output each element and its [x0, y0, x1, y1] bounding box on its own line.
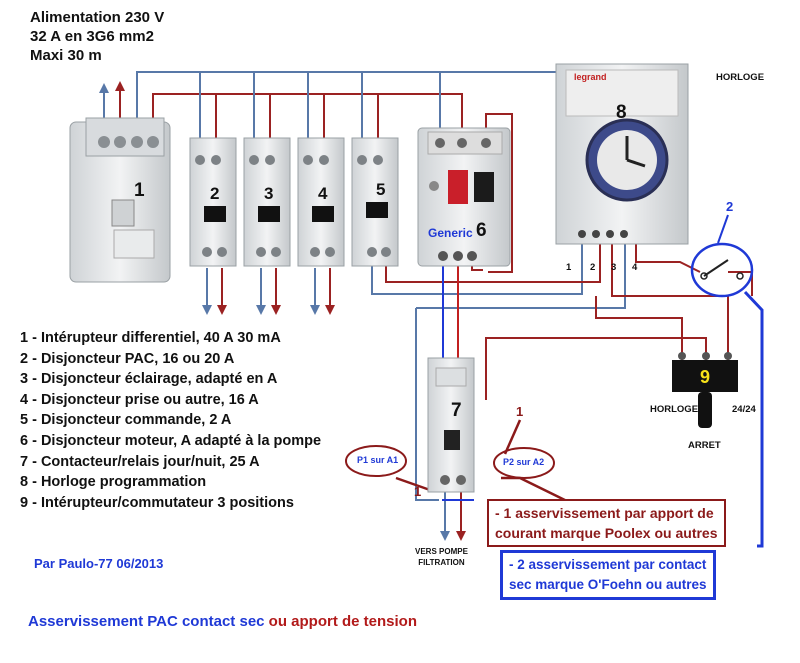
pump-destination-line-1: VERS POMPE	[415, 547, 468, 556]
clock-terminal-1: 1	[566, 262, 572, 273]
legend-item: 8 - Horloge programmation	[20, 474, 207, 491]
motor-breaker	[417, 127, 511, 267]
footer-part-2: ou apport de tension	[268, 613, 418, 630]
switch-number: 2	[726, 199, 734, 214]
legend-item: 4 - Disjoncteur prise ou autre, 16 A	[20, 391, 259, 408]
author-credit: Par Paulo-77 06/2013	[34, 556, 164, 571]
bus-wires	[136, 71, 583, 273]
knob-label-arret: ARRET	[688, 440, 721, 451]
pump-output-wires	[440, 492, 466, 541]
module-3-number: 3	[264, 184, 274, 203]
supply-line-1: Alimentation 230 V	[30, 9, 165, 26]
legend-item: 5 - Disjoncteur commande, 2 A	[20, 412, 232, 429]
module-5-number: 5	[376, 180, 386, 199]
module-6-brand: Generic	[428, 226, 473, 240]
differential-switch	[69, 117, 171, 283]
module-2-number: 2	[210, 184, 220, 203]
clock-device	[555, 63, 689, 245]
selector-switch	[672, 352, 738, 428]
legend-item: 3 - Disjoncteur éclairage, adapté en A	[20, 371, 278, 388]
knob-label-horloge: HORLOGE	[650, 404, 699, 415]
dry-contact-loop	[442, 290, 764, 548]
pump-destination-line-2: FILTRATION	[418, 558, 465, 567]
p2-ellipse	[493, 447, 555, 479]
legend-item: 1 - Intérupteur differentiel, 40 A 30 mA	[20, 330, 281, 346]
supply-line-3: Maxi 30 m	[30, 47, 102, 64]
clock-terminal-3: 3	[611, 262, 617, 273]
module-4-number: 4	[318, 184, 328, 203]
breakers	[189, 137, 399, 267]
footer-title: Asservissement PAC contact sec ou apport…	[28, 613, 417, 630]
legend-item: 6 - Disjoncteur moteur, A adapté à la po…	[20, 432, 322, 449]
legend-item: 9 - Intérupteur/commutateur 3 positions	[20, 494, 294, 511]
p2-number: 1	[516, 404, 524, 419]
p1-label: P1 sur A1	[357, 455, 399, 465]
note-dry-contact: - 2 asservissement par contact sec marqu…	[500, 550, 716, 600]
p-annotation-lines	[395, 419, 576, 507]
legend-item: 2 - Disjoncteur PAC, 16 ou 20 A	[20, 350, 235, 367]
p1-ellipse	[345, 445, 407, 477]
module-1-number: 1	[134, 180, 145, 201]
module-9-number: 9	[697, 367, 713, 389]
footer-part-1: Asservissement PAC contact sec	[28, 613, 265, 630]
note-red-line-1: - 1 asservissement par apport de	[495, 505, 714, 521]
contact-switch-symbol	[690, 214, 754, 298]
legend-item: 7 - Contacteur/relais jour/nuit, 25 A	[20, 453, 260, 470]
p2-label: P2 sur A2	[503, 457, 545, 467]
module-8-number: 8	[616, 102, 627, 123]
clock-terminal-2: 2	[590, 262, 596, 273]
note-blue-line-1: - 2 asservissement par contact	[509, 557, 707, 572]
clock-terminal-4: 4	[632, 262, 638, 273]
note-red-line-2: courant marque Poolex ou autres	[495, 525, 718, 541]
component-legend: 1 - Intérupteur differentiel, 40 A 30 mA…	[20, 328, 321, 513]
clock-brand: legrand	[574, 72, 607, 82]
note-current-supply: - 1 asservissement par apport de courant…	[487, 499, 726, 547]
module-6-number: 6	[476, 220, 487, 241]
supply-line-2: 32 A en 3G6 mm2	[30, 28, 154, 45]
control-wires	[371, 240, 753, 501]
note-blue-line-2: sec marque O'Foehn ou autres	[509, 577, 707, 592]
contactor	[427, 357, 475, 493]
breaker-output-wires	[202, 268, 335, 315]
horloge-top-label: HORLOGE	[716, 72, 765, 83]
knob-label-2424: 24/24	[732, 404, 756, 415]
module-7-number: 7	[451, 400, 462, 421]
supply-info: Alimentation 230 V 32 A en 3G6 mm2 Maxi …	[30, 8, 164, 65]
pump-destination: VERS POMPE FILTRATION	[415, 546, 468, 568]
p1-number: 1	[414, 484, 422, 499]
